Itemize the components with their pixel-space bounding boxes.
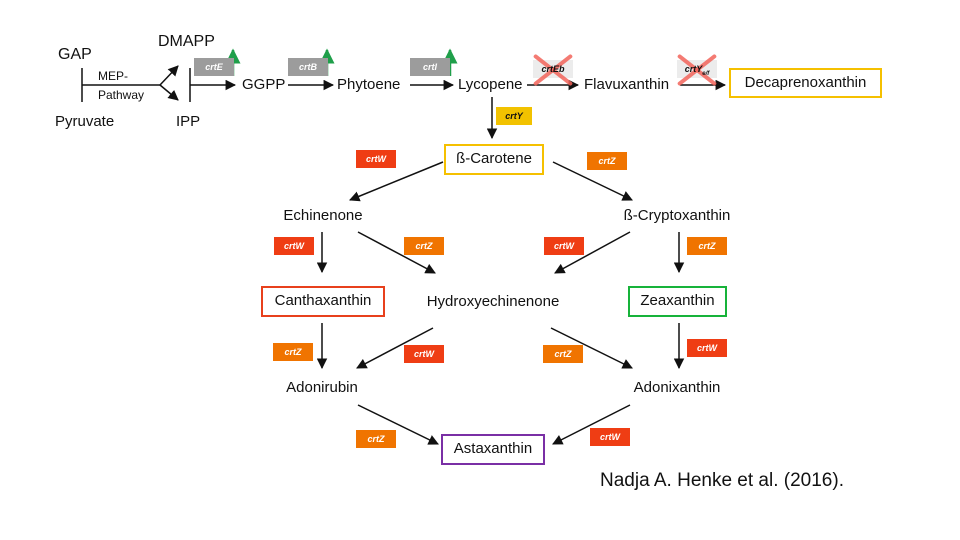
- crtY-tag: crtY: [496, 107, 532, 125]
- crtZ-tag-3: crtZ: [687, 237, 727, 255]
- astaxanthin-box: Astaxanthin: [441, 434, 545, 465]
- crtB-tag: crtB: [288, 58, 328, 76]
- lycopene-label: Lycopene: [458, 76, 523, 93]
- crtZ-tag-4: crtZ: [273, 343, 313, 361]
- crtYef-tag-deleted: crtYe/f: [677, 60, 717, 78]
- mep-pathway-label-1: MEP-: [98, 69, 128, 83]
- hydroxyechinenone-label: Hydroxyechinenone: [426, 293, 560, 310]
- flavuxanthin-label: Flavuxanthin: [584, 76, 670, 93]
- citation: Nadja A. Henke et al. (2016).: [600, 470, 844, 491]
- crtZ-tag-5: crtZ: [543, 345, 583, 363]
- echinenone-label: Echinenone: [283, 207, 363, 224]
- carotene-to-echinenone-arrow: [349, 161, 444, 202]
- crtYef-label: crtYe/f: [684, 64, 710, 77]
- ggpp-label: GGPP: [242, 76, 286, 93]
- cryptoxanthin-to-hydroxyechinenone-arrow: [554, 231, 631, 274]
- crtW-tag-1: crtW: [356, 150, 396, 168]
- mep-to-dmapp-arrow: [159, 65, 179, 86]
- crtZ-tag-6: crtZ: [356, 430, 396, 448]
- crtYef-main: crtY: [684, 64, 703, 74]
- adonirubin-to-astaxanthin-arrow: [357, 404, 439, 445]
- crtW-tag-3: crtW: [544, 237, 584, 255]
- crtW-tag-4: crtW: [404, 345, 444, 363]
- crtYef-sub: e/f: [702, 70, 710, 77]
- crtW-tag-5: crtW: [687, 339, 727, 357]
- decaprenoxanthin-box: Decaprenoxanthin: [729, 68, 882, 98]
- beta-carotene-box: ß-Carotene: [444, 144, 544, 175]
- gap-label: GAP: [58, 46, 92, 63]
- carotene-to-cryptoxanthin-arrow: [552, 161, 633, 201]
- dmapp-label: DMAPP: [158, 33, 215, 50]
- zeaxanthin-box: Zeaxanthin: [628, 286, 727, 317]
- mep-pathway-label-2: Pathway: [98, 88, 145, 102]
- adonixanthin-to-astaxanthin-arrow: [552, 404, 631, 445]
- adonixanthin-label: Adonixanthin: [633, 379, 721, 396]
- pyruvate-label: Pyruvate: [55, 113, 115, 130]
- ipp-label: IPP: [176, 113, 201, 130]
- crtEb-label: crtEb: [541, 64, 565, 74]
- hydroxyechinenone-to-adonixanthin-arrow: [550, 327, 633, 369]
- crtZ-tag-1: crtZ: [587, 152, 627, 170]
- echinenone-to-hydroxyechinenone-arrow: [357, 231, 436, 274]
- hydroxyechinenone-to-adonirubin-arrow: [356, 327, 434, 369]
- mep-to-ipp-arrow: [159, 84, 179, 101]
- crtW-tag-6: crtW: [590, 428, 630, 446]
- crtE-tag: crtE: [194, 58, 234, 76]
- adonirubin-label: Adonirubin: [286, 379, 358, 396]
- crtZ-tag-2: crtZ: [404, 237, 444, 255]
- crtW-tag-2: crtW: [274, 237, 314, 255]
- beta-cryptoxanthin-label: ß-Cryptoxanthin: [623, 207, 731, 224]
- crtI-tag: crtI: [410, 58, 450, 76]
- canthaxanthin-box: Canthaxanthin: [261, 286, 385, 317]
- crtEb-tag-deleted: crtEb: [533, 60, 573, 78]
- phytoene-label: Phytoene: [337, 76, 401, 93]
